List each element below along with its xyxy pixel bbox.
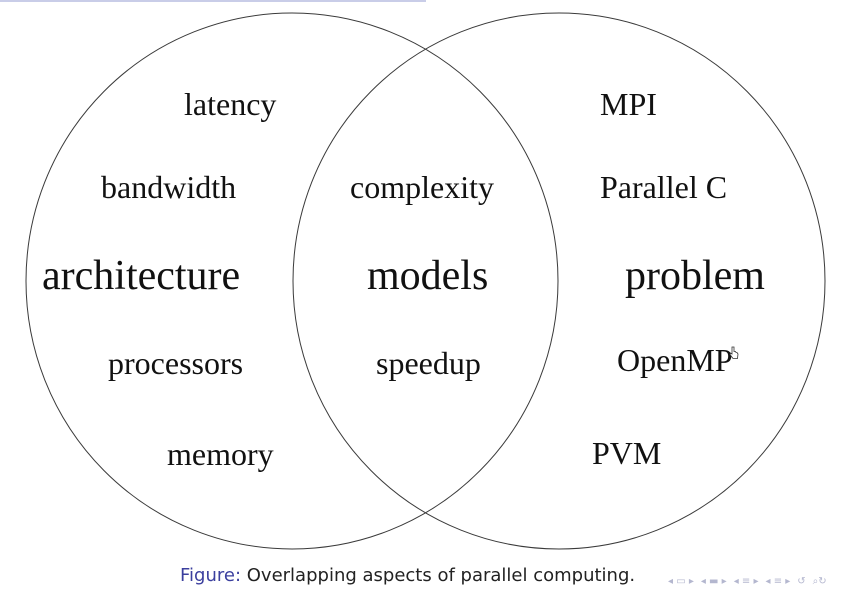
nav-left-icon[interactable]: ◂ ▭ ▸ <box>668 575 694 587</box>
term-speedup: speedup <box>376 345 481 381</box>
term-processors: processors <box>108 345 244 381</box>
nav-section-left-icon[interactable]: ◂ ≡ ▸ <box>733 575 759 587</box>
navigation-bar: ◂ ▭ ▸ ◂ ▬ ▸ ◂ ≡ ▸ ◂ ≡ ▸ ↺ ⌕↻ <box>668 574 827 588</box>
nav-section-right-icon[interactable]: ◂ ≡ ▸ <box>765 575 791 587</box>
caption-text: Overlapping aspects of parallel computin… <box>246 565 636 586</box>
term-mpi: MPI <box>600 86 657 122</box>
term-bandwidth: bandwidth <box>101 169 237 205</box>
right-circle <box>292 12 826 550</box>
term-complexity: complexity <box>350 169 494 205</box>
term-pvm: PVM <box>592 435 662 471</box>
term-problem: problem <box>625 253 765 299</box>
term-memory: memory <box>167 436 274 472</box>
hand-cursor-icon <box>729 346 739 359</box>
term-openmp: OpenMP <box>617 342 733 378</box>
progress-bar <box>0 0 426 2</box>
caption-label: Figure: <box>180 565 242 586</box>
nav-right-icon[interactable]: ◂ ▬ ▸ <box>700 575 727 587</box>
nav-subsection-icon[interactable]: ↺ <box>797 575 806 587</box>
figure-caption: Figure: Overlapping aspects of parallel … <box>180 565 635 586</box>
left-circle <box>25 12 559 550</box>
term-parallel-c: Parallel C <box>600 169 728 205</box>
nav-search-icon[interactable]: ⌕↻ <box>812 575 827 587</box>
term-latency: latency <box>184 86 277 122</box>
term-models: models <box>367 253 489 299</box>
term-architecture: architecture <box>42 253 241 299</box>
